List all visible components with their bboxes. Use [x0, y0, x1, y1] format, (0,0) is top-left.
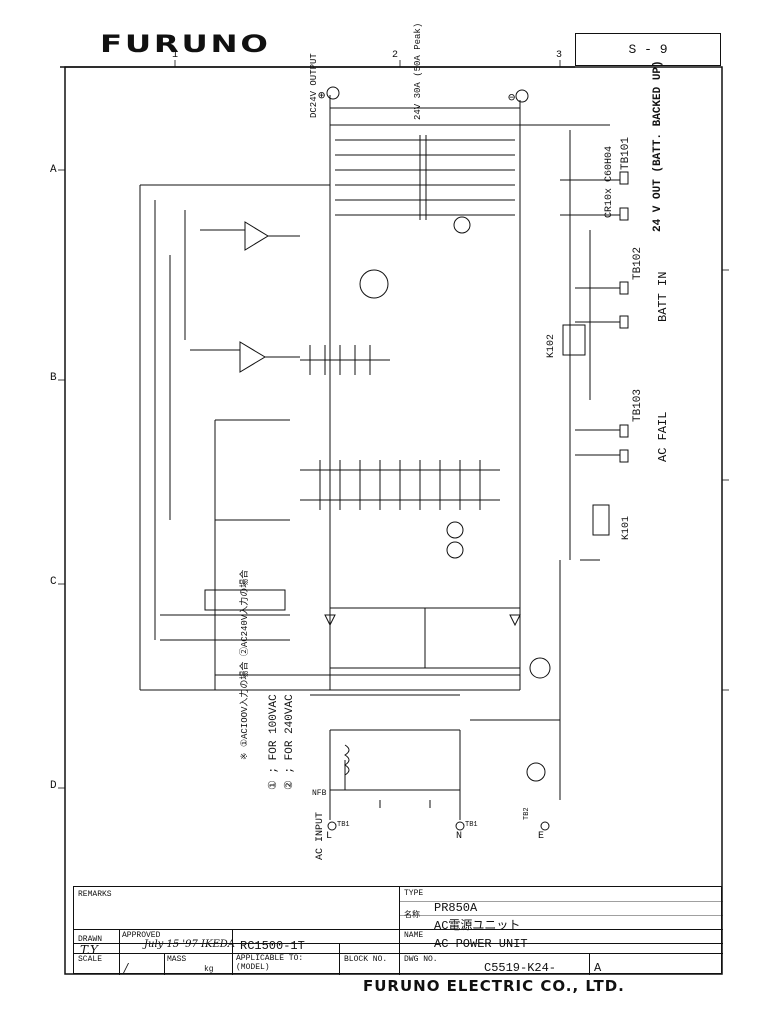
ac-input-n-terminal — [455, 821, 465, 831]
scale-label: SCALE — [78, 955, 103, 964]
transistor-array — [300, 460, 500, 510]
grid-row-a: A — [50, 164, 57, 176]
tb2-label: TB2 — [523, 807, 531, 820]
relay-k101-coil — [592, 504, 610, 536]
mass-label: MASS — [167, 955, 187, 964]
block-no-label: BLOCK NO. — [344, 955, 388, 964]
tb102-terminal-minus — [619, 315, 629, 329]
ground-e-terminal — [540, 821, 550, 831]
note-100vac: ① ; FOR 100VAC — [267, 694, 280, 790]
ic2-opamp — [239, 341, 266, 373]
q-transistor-1 — [359, 269, 389, 299]
rating-label: 24V 30A (50A Peak) — [413, 23, 423, 120]
bridge-b2 — [204, 589, 286, 611]
scale-value: / — [124, 961, 129, 975]
ac-input-label: AC INPUT — [315, 812, 326, 860]
tb1-label-n: TB1 — [465, 821, 478, 829]
company-footer: FURUNO ELECTRIC CO., LTD. — [363, 977, 625, 995]
sheet-number: S - 9 — [575, 33, 721, 66]
output-minus-terminal — [515, 89, 529, 103]
revision-value: A — [594, 961, 602, 975]
name-label: NAME — [404, 931, 424, 940]
tb103-terminal-2 — [619, 449, 629, 463]
ic1-opamp — [244, 221, 269, 251]
ac-fail-label: AC FAIL — [656, 412, 670, 462]
name-value: AC POWER UNIT — [434, 937, 528, 951]
grid-row-b: B — [50, 372, 57, 384]
tb101-description: 24 V OUT (BATT. BACKED UP) — [652, 60, 664, 232]
tb102-terminal-plus — [619, 281, 629, 295]
dwg-no-value: C5519-K24- — [484, 961, 557, 975]
output-plus-terminal — [326, 86, 340, 100]
drawn-label: DRAWN — [78, 935, 103, 944]
nfb-label: NFB — [312, 789, 327, 798]
grid-column-3: 3 — [556, 50, 563, 61]
type-label: TYPE — [404, 889, 424, 898]
resistor-ladder — [300, 345, 390, 375]
batt-in-label: BATT IN — [656, 272, 670, 322]
grid-row-d: D — [50, 780, 57, 792]
minus-symbol: ⊖ — [508, 91, 515, 105]
approved-value: July 15 '97 IKEDA — [144, 939, 235, 950]
tb103-label: TB103 — [632, 389, 644, 422]
tb101-terminal-minus — [619, 207, 629, 221]
relay-k102-coil — [562, 324, 586, 356]
dwg-no-label: DWG NO. — [404, 955, 438, 964]
k101-label: K101 — [621, 516, 632, 540]
tb103-terminal-1 — [619, 424, 629, 438]
terminal-n-label: N — [456, 831, 462, 842]
approved-label: APPROVED — [122, 931, 161, 940]
title-block: REMARKS TYPE PR850A 名称 AC電源ユニット NAME AC … — [73, 886, 723, 975]
grid-row-c: C — [50, 576, 57, 588]
circuit-wiring — [139, 86, 629, 831]
grid-column-2: 2 — [392, 50, 399, 61]
plus-symbol: ⊕ — [318, 89, 325, 103]
k102-label: K102 — [546, 334, 557, 358]
tb102-label: TB102 — [632, 247, 644, 280]
terminal-e-label: E — [538, 831, 544, 842]
furuno-logo: FURUNO — [100, 30, 271, 58]
name-jp-label: 名称 — [404, 911, 420, 920]
d6-diode — [324, 614, 336, 627]
drawn-value: T.Y — [80, 943, 98, 957]
transformer-coil — [344, 744, 350, 776]
name-jp-value: AC電源ユニット — [434, 919, 521, 933]
photocoupler — [529, 657, 551, 679]
tb1-label-l: TB1 — [337, 821, 350, 829]
mass-unit: kg — [204, 965, 214, 974]
applicable-label: APPLICABLE TO: (MODEL) — [236, 954, 304, 972]
schematic-labels: DC24V OUTPUT 24V 30A (50A Peak) CR10x C6… — [238, 23, 670, 860]
applicable-value: RC1500-1T — [240, 939, 305, 953]
dc-output-label: DC24V OUTPUT — [309, 53, 319, 118]
type-value: PR850A — [434, 901, 478, 915]
tb101-terminal-plus — [619, 171, 629, 185]
remarks-label: REMARKS — [78, 890, 112, 899]
capacitor-bank — [335, 135, 515, 220]
terminal-l-label: L — [326, 831, 332, 842]
ac-input-l-terminal — [327, 821, 337, 831]
q-transistor-2 — [453, 216, 471, 234]
note-jp: ※ ①ACIOOV入力の場合 ②AC240V入力の場合 — [238, 570, 250, 760]
grid-column-1: 1 — [172, 50, 179, 61]
note-240vac: ② ; FOR 240VAC — [283, 694, 296, 790]
tb101-label: TB101 — [620, 137, 632, 170]
cr10x-label: CR10x C60H04 — [604, 146, 615, 218]
grid-ticks — [58, 60, 729, 789]
